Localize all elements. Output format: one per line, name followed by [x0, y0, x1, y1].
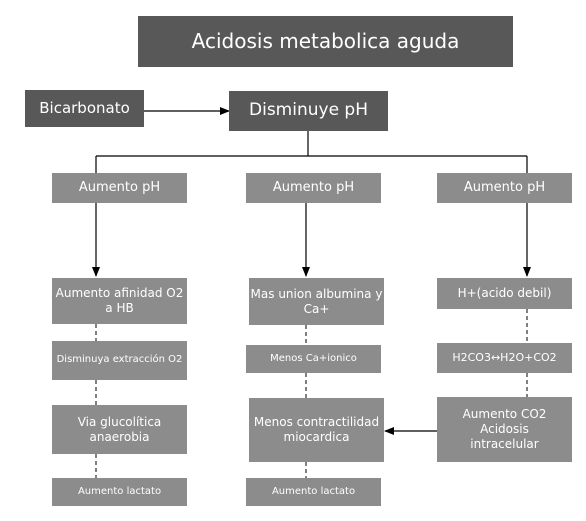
col2-step-2: Menos Ca+ionico — [246, 345, 381, 373]
col1-step-1: Aumento afinidad O2 a HB — [52, 278, 187, 324]
col1-step-2: Disminuya extracción O2 — [52, 341, 187, 380]
col2-step-4: Aumento lactato — [246, 478, 381, 506]
disminuye-ph-box: Disminuye pH — [229, 91, 388, 131]
col1-step-4: Aumento lactato — [52, 478, 187, 506]
col1-header: Aumento pH — [52, 173, 187, 203]
col3-step-2: H2CO3↔H2O+CO2 — [437, 343, 572, 373]
diagram-title: Acidosis metabolica aguda — [138, 16, 513, 67]
col3-step-3: Aumento CO2 Acidosis intracelular — [437, 397, 572, 462]
col1-step-3: Via glucolítica anaerobia — [52, 405, 187, 454]
col3-header: Aumento pH — [437, 173, 572, 203]
col2-header: Aumento pH — [246, 173, 381, 203]
col2-step-3: Menos contractilidad miocardica — [249, 398, 384, 462]
bicarbonato-box: Bicarbonato — [25, 90, 144, 127]
col3-step-1: H+(acido debil) — [437, 278, 572, 309]
col2-step-1: Mas union albumina y Ca+ — [249, 278, 384, 325]
